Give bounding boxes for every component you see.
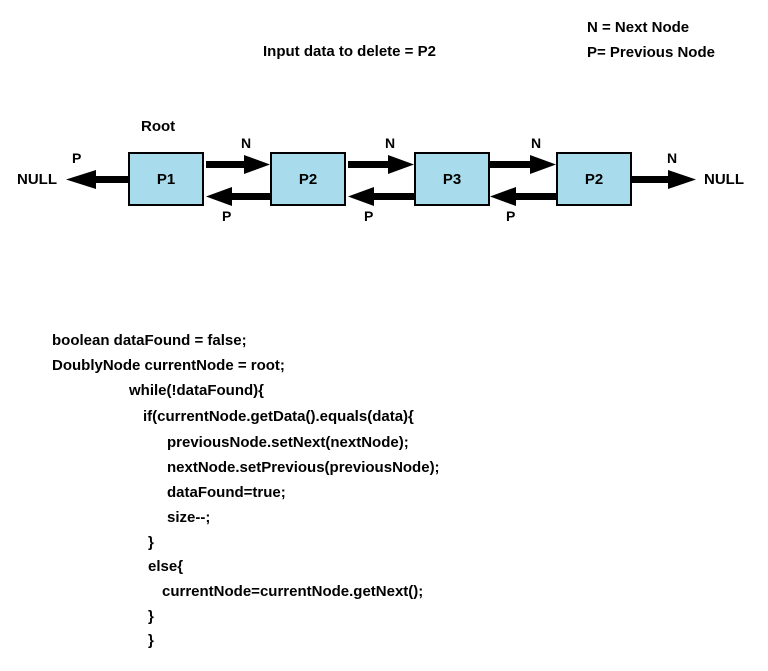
root-label: Root bbox=[141, 118, 176, 135]
label-p-p2b-p3: P bbox=[506, 208, 516, 224]
node-p2-last: P2 bbox=[556, 152, 632, 206]
label-p-p2-p1: P bbox=[222, 208, 232, 224]
code-line: dataFound=true; bbox=[167, 484, 286, 501]
label-p-p3-p2: P bbox=[364, 208, 374, 224]
arrow-next-p3-p2b bbox=[490, 155, 556, 174]
label-n-p3-p2b: N bbox=[531, 135, 542, 151]
node-p3: P3 bbox=[414, 152, 490, 206]
code-line: DoublyNode currentNode = root; bbox=[52, 357, 285, 374]
code-line: previousNode.setNext(nextNode); bbox=[167, 434, 409, 451]
code-line: while(!dataFound){ bbox=[129, 382, 264, 399]
label-n-p1-p2: N bbox=[241, 135, 252, 151]
arrow-prev-p2b-p3 bbox=[490, 187, 556, 206]
node-p2: P2 bbox=[270, 152, 346, 206]
code-line: if(currentNode.getData().equals(data){ bbox=[143, 408, 414, 425]
code-line: else{ bbox=[148, 558, 184, 575]
null-left: NULL bbox=[17, 171, 57, 188]
code-line: currentNode=currentNode.getNext(); bbox=[162, 583, 424, 600]
code-line: } bbox=[148, 632, 154, 649]
legend-next: N = Next Node bbox=[587, 19, 690, 36]
arrow-next-p1-p2 bbox=[206, 155, 270, 174]
diagram-title: Input data to delete = P2 bbox=[263, 43, 436, 60]
arrow-prev-null-left bbox=[66, 170, 128, 189]
code-line: } bbox=[148, 534, 154, 551]
arrow-prev-p2-p1 bbox=[206, 187, 270, 206]
label-n-p2-p3: N bbox=[385, 135, 396, 151]
arrow-next-null-right bbox=[632, 170, 696, 189]
label-p-null-left: P bbox=[72, 150, 82, 166]
node-p1: P1 bbox=[128, 152, 204, 206]
code-line: nextNode.setPrevious(previousNode); bbox=[167, 459, 440, 476]
arrow-next-p2-p3 bbox=[348, 155, 414, 174]
legend-prev: P= Previous Node bbox=[587, 44, 715, 61]
code-line: } bbox=[148, 608, 154, 625]
null-right: NULL bbox=[704, 171, 744, 188]
code-line: size--; bbox=[167, 509, 211, 526]
code-line: boolean dataFound = false; bbox=[52, 332, 247, 349]
arrow-prev-p3-p2 bbox=[348, 187, 414, 206]
label-n-null-right: N bbox=[667, 150, 678, 166]
